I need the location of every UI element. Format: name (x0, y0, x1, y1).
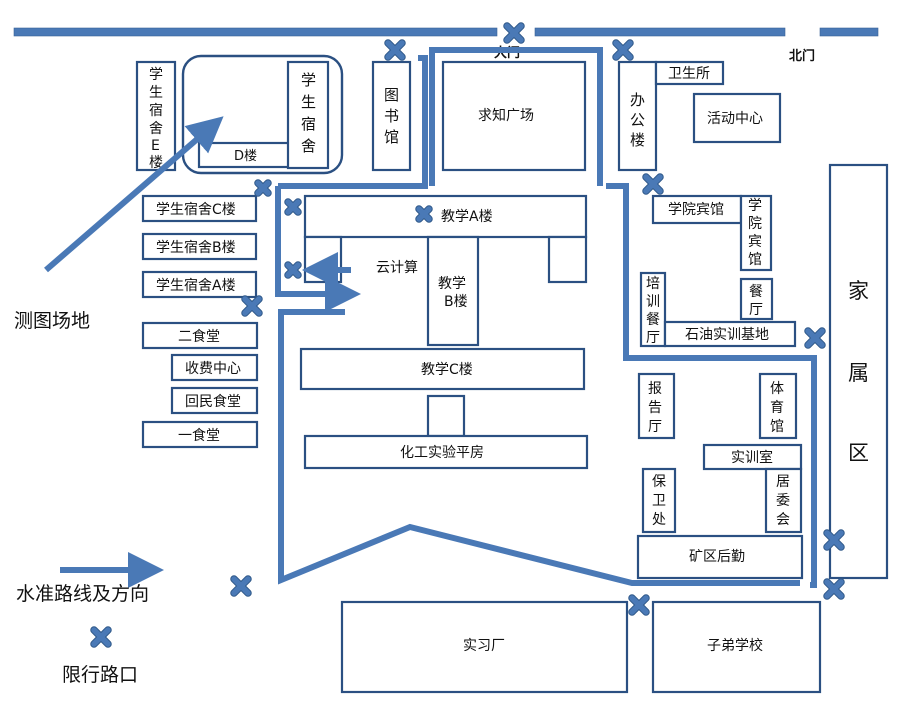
x-mark-factory-school (628, 594, 650, 616)
x-mark-teach-a (415, 205, 433, 223)
training-rest-label: 培训餐厅 (646, 276, 660, 346)
logistics-building (636, 534, 804, 580)
oil-base-building (663, 320, 797, 348)
x-mark-family-corner (823, 578, 845, 600)
teach-b-building (426, 235, 480, 347)
logistics-label: 矿区后勤 (689, 549, 745, 565)
north-gate-label: 北门 (789, 48, 815, 64)
committee-label: 居委会 (776, 474, 790, 528)
chem-lab-label: 化工实验平房 (400, 445, 484, 461)
family-area-building (828, 163, 889, 580)
x-mark-hotel (642, 173, 664, 195)
x-mark-dorm-c (254, 179, 272, 197)
legend-x-icon (90, 626, 112, 648)
oil-base-label: 石油实训基地 (685, 326, 769, 343)
dorm-right-label: 学生宿舍 (301, 71, 316, 155)
hotel-h-building (651, 194, 743, 225)
family-area-label: 家属区 (848, 279, 869, 465)
gym-building (758, 372, 798, 440)
x-mark-dorm-a (241, 295, 263, 317)
canteen-1-label: 一食堂 (178, 427, 220, 444)
training-rest-building (639, 271, 667, 348)
school-label: 子弟学校 (707, 637, 763, 654)
office-label: 办公楼 (630, 91, 645, 149)
dorm-e-building (135, 60, 177, 172)
teach-a-building (303, 194, 588, 239)
canteen-2-building (141, 321, 259, 350)
factory-label: 实习厂 (463, 638, 505, 654)
legend-restrict-label: 限行路口 (62, 664, 138, 686)
report-hall-building (637, 372, 676, 440)
fee-center-label: 收费中心 (185, 361, 241, 377)
gym-label: 体育馆 (770, 381, 784, 435)
clinic-label: 卫生所 (668, 66, 710, 82)
cloud-label: 云计算 (376, 260, 418, 276)
factory-building (340, 600, 629, 694)
leveling-route (44, 47, 817, 588)
hotel-v-label: 学院宾馆 (748, 198, 762, 268)
library-building (371, 60, 412, 172)
x-mark-cloud (284, 261, 302, 279)
fee-center-building (170, 353, 259, 382)
teach-c-building (299, 347, 586, 391)
dorm-d-label: D楼 (234, 149, 257, 164)
top-road (13, 27, 879, 37)
teach-a-west-wing (303, 235, 343, 284)
legend-route-label: 水准路线及方向 (16, 583, 149, 605)
report-hall-label: 报告厅 (648, 381, 662, 435)
x-mark-library (384, 39, 406, 61)
dorm-right-building (286, 60, 330, 170)
x-mark-main-gate (503, 22, 525, 44)
teach-a-label: 教学A楼 (441, 209, 493, 225)
activity-building (692, 92, 782, 144)
security-label: 保卫处 (652, 474, 666, 528)
survey-site-label: 测图场地 (14, 310, 90, 332)
dorm-a-label: 学生宿舍A楼 (156, 277, 236, 294)
dorm-c-building (141, 194, 258, 223)
activity-label: 活动中心 (707, 111, 763, 127)
legend: 水准路线及方向 限行路口 (16, 552, 164, 686)
training-room-building (702, 443, 803, 471)
office-building (617, 60, 658, 172)
canteen-1-building (141, 420, 259, 449)
training-room-label: 实训室 (731, 449, 773, 466)
hotel-v-building (739, 194, 773, 272)
hui-canteen-label: 回民食堂 (185, 393, 241, 410)
dorm-d-area (181, 54, 344, 175)
square-label: 求知广场 (478, 107, 534, 124)
chem-lab-building (303, 434, 589, 470)
x-mark-teach-a-west (284, 198, 302, 216)
school-building (651, 600, 822, 694)
restaurant-building (739, 277, 774, 321)
clinic-building (654, 60, 725, 86)
hotel-h-label: 学院宾馆 (668, 202, 724, 218)
x-mark-oil-base (804, 327, 826, 349)
library-label: 图书馆 (384, 86, 399, 146)
dorm-b-label: 学生宿舍B楼 (156, 239, 236, 256)
restricted-crossings (230, 22, 845, 616)
x-mark-southwest (230, 575, 252, 597)
dorm-c-label: 学生宿舍C楼 (156, 201, 236, 218)
canteen-2-label: 二食堂 (178, 328, 220, 345)
x-mark-office (612, 39, 634, 61)
chem-lab-connector (426, 394, 466, 438)
dorm-b-building (141, 232, 258, 261)
x-mark-family-south (823, 529, 845, 551)
teach-a-east-wing (547, 235, 588, 284)
square-building (441, 60, 587, 172)
committee-building (764, 467, 803, 534)
hui-canteen-building (170, 386, 259, 415)
restaurant-label: 餐厅 (749, 284, 763, 318)
dorm-a-building (141, 270, 258, 299)
teach-c-label: 教学C楼 (421, 362, 473, 378)
security-building (641, 467, 677, 534)
